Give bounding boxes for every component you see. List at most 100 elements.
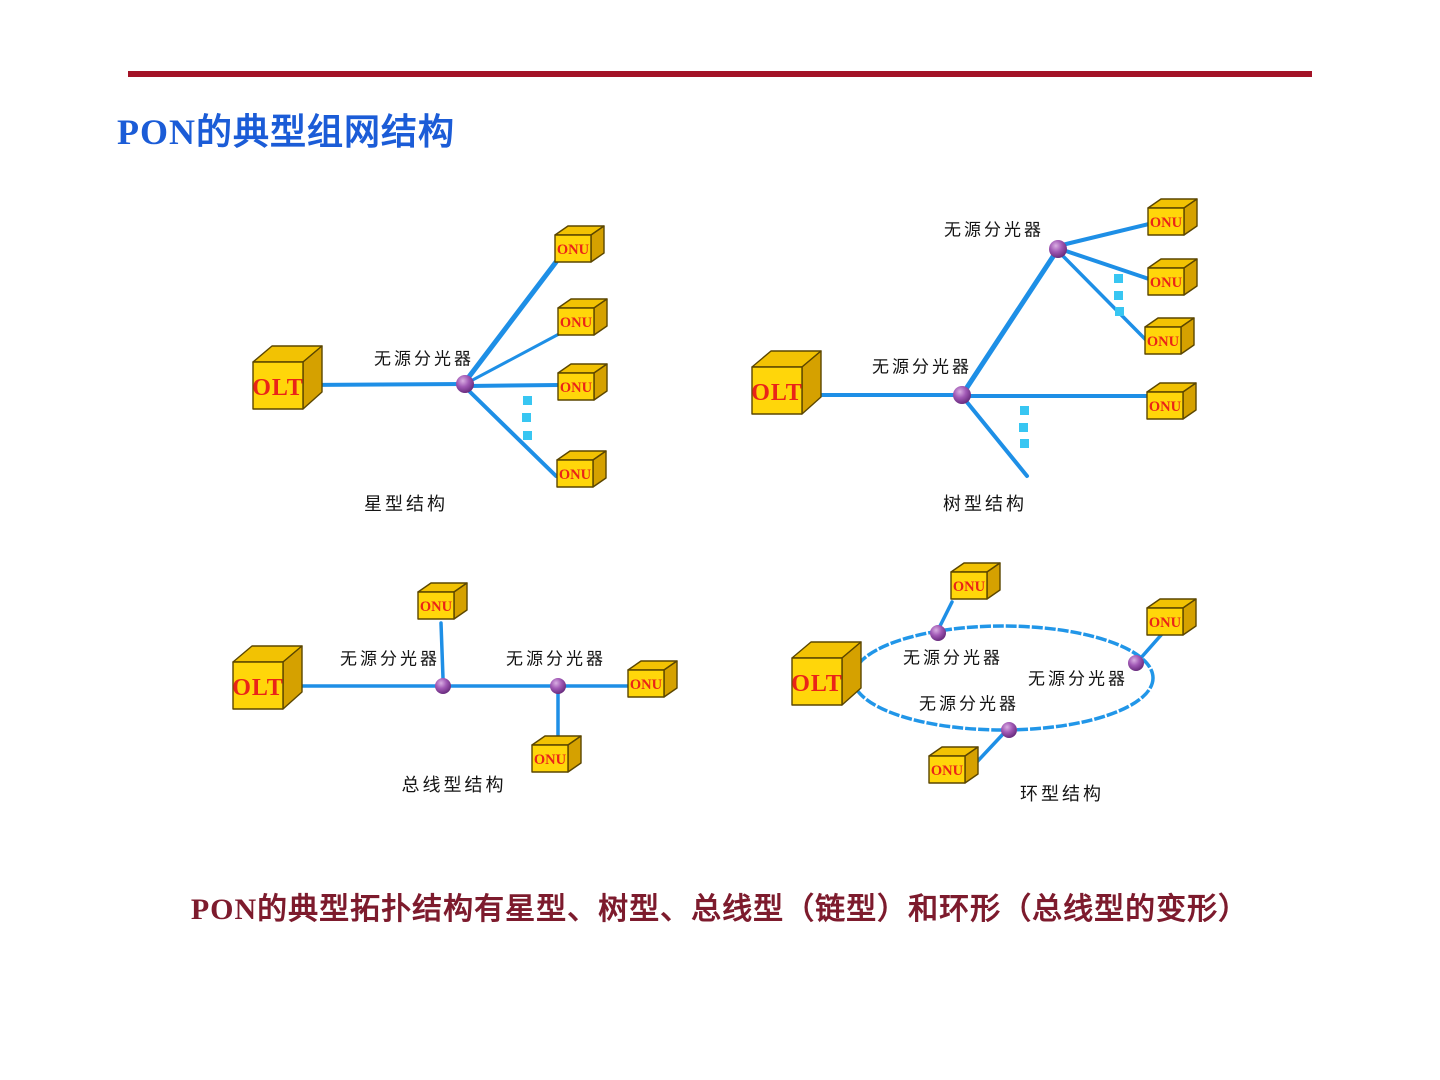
onu-label: ONU <box>1149 615 1182 631</box>
onu-label: ONU <box>953 579 986 595</box>
ring-topology-name: 环型结构 <box>1020 784 1104 804</box>
onu-box: ONU <box>417 582 468 620</box>
ellipsis-dot <box>1114 274 1123 283</box>
onu-label: ONU <box>1147 334 1180 350</box>
splitter-label: 无源分光器 <box>1028 669 1128 689</box>
olt-label: OLT <box>252 375 303 401</box>
onu-label: ONU <box>559 467 592 483</box>
box-front-face <box>417 591 455 620</box>
box-front-face <box>232 661 284 710</box>
olt-label: OLT <box>232 675 283 701</box>
splitter-label: 无源分光器 <box>506 649 606 669</box>
onu-box: ONU <box>557 298 608 336</box>
box-front-face <box>751 366 803 415</box>
tree-topology-name: 树型结构 <box>943 494 1027 514</box>
onu-box: ONU <box>627 660 678 698</box>
bus-topology-wires <box>285 621 632 748</box>
fiber-line <box>462 259 559 385</box>
fiber-line <box>465 383 561 388</box>
onu-box: ONU <box>1146 598 1197 636</box>
splitter-dot <box>435 678 451 694</box>
box-front-face <box>627 669 665 698</box>
olt-box: OLT <box>791 641 862 706</box>
splitter-label: 无源分光器 <box>872 357 972 377</box>
top-rule-line <box>128 71 1312 77</box>
olt-box: OLT <box>232 645 303 710</box>
box-front-face <box>252 361 304 410</box>
fiber-line <box>973 731 1006 766</box>
splitter-dot <box>1049 240 1067 258</box>
box-front-face <box>557 372 595 401</box>
ring-topology-wires <box>851 600 1164 766</box>
ellipsis-dot <box>1019 423 1028 432</box>
ellipsis-dot <box>523 431 532 440</box>
onu-box: ONU <box>1147 258 1198 296</box>
box-front-face <box>1146 607 1184 636</box>
onu-box: ONU <box>1146 382 1197 420</box>
splitter-dot <box>1128 655 1144 671</box>
caption: PON的典型拓扑结构有星型、树型、总线型（链型）和环形（总线型的变形） <box>190 893 1250 926</box>
page-title: PON的典型组网结构 <box>117 112 455 152</box>
olt-label: OLT <box>751 380 802 406</box>
splitter-label: 无源分光器 <box>374 349 474 369</box>
splitter-dot <box>1001 722 1017 738</box>
fiber-line <box>959 246 1061 398</box>
onu-label: ONU <box>1149 399 1182 415</box>
fiber-line <box>465 332 561 385</box>
onu-box: ONU <box>1144 317 1195 355</box>
box-front-face <box>1146 391 1184 420</box>
box-front-face <box>791 657 843 706</box>
fiber-line <box>964 399 1029 478</box>
tree-topology-wires <box>803 222 1151 478</box>
star-topology-name: 星型结构 <box>364 494 448 514</box>
onu-label: ONU <box>560 380 593 396</box>
ellipsis-dot <box>522 413 531 422</box>
ellipsis-dot <box>1115 307 1124 316</box>
fiber-line <box>301 382 467 387</box>
box-front-face <box>1144 326 1182 355</box>
box-front-face <box>1147 207 1185 236</box>
fiber-line <box>937 600 954 630</box>
ellipsis-dot <box>523 396 532 405</box>
splitter-dot <box>930 625 946 641</box>
box-front-face <box>556 459 594 488</box>
onu-label: ONU <box>931 763 964 779</box>
onu-label: ONU <box>560 315 593 331</box>
onu-box: ONU <box>950 562 1001 600</box>
splitter-label: 无源分光器 <box>919 694 1019 714</box>
bus-topology-name: 总线型结构 <box>401 775 507 795</box>
onu-label: ONU <box>557 242 590 258</box>
onu-label: ONU <box>420 599 453 615</box>
fiber-line <box>1060 222 1151 247</box>
ellipsis-dot <box>1020 439 1029 448</box>
star-topology-wires <box>301 259 561 478</box>
box-front-face <box>928 755 966 784</box>
onu-label: ONU <box>1150 275 1183 291</box>
onu-box: ONU <box>1147 198 1198 236</box>
splitter-label: 无源分光器 <box>903 648 1003 668</box>
onu-label: ONU <box>630 677 663 693</box>
onu-box: ONU <box>557 363 608 401</box>
splitter-label: 无源分光器 <box>340 649 440 669</box>
olt-box: OLT <box>751 350 822 415</box>
onu-box: ONU <box>531 735 582 773</box>
onu-box: ONU <box>928 746 979 784</box>
splitter-label: 无源分光器 <box>944 220 1044 240</box>
fiber-line <box>1059 252 1149 343</box>
onu-label: ONU <box>1150 215 1183 231</box>
fiber-line <box>463 385 558 478</box>
splitter-dot <box>550 678 566 694</box>
box-front-face <box>557 307 595 336</box>
box-front-face <box>554 234 592 263</box>
splitter-dot <box>456 375 474 393</box>
ellipsis-dot <box>1114 291 1123 300</box>
fiber-line <box>439 621 445 680</box>
olt-box: OLT <box>252 345 323 410</box>
box-front-face <box>950 571 988 600</box>
fiber-line <box>1137 632 1164 662</box>
ellipsis-dot <box>1020 406 1029 415</box>
box-front-face <box>531 744 569 773</box>
ring-fiber-ellipse <box>851 624 1155 732</box>
